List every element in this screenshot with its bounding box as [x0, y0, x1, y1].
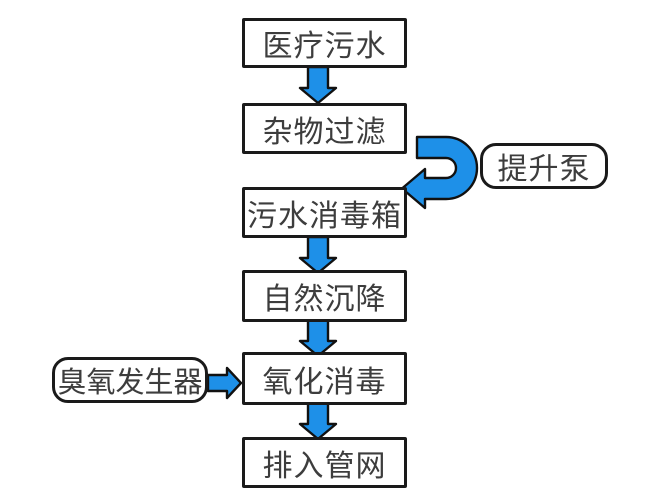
node-natural-sedimentation: 自然沉降 — [242, 270, 407, 322]
node-ozone-generator: 臭氧发生器 — [52, 357, 208, 403]
flow-arrow-down-icon — [298, 402, 338, 440]
node-label: 排入管网 — [262, 449, 387, 483]
node-label: 自然沉降 — [262, 283, 387, 316]
node-label: 臭氧发生器 — [57, 367, 203, 399]
flow-arrow-down-icon — [298, 236, 338, 274]
node-discharge-pipe-network: 排入管网 — [242, 437, 407, 488]
flow-arrow-down-icon — [298, 66, 338, 104]
flow-arrow-down-icon — [298, 319, 338, 357]
node-label: 提升泵 — [497, 153, 591, 186]
node-medical-wastewater: 医疗污水 — [242, 18, 407, 68]
flow-arrow-right-icon — [207, 366, 243, 400]
node-sewage-disinfection-tank: 污水消毒箱 — [242, 187, 407, 238]
node-debris-filtering: 杂物过滤 — [242, 103, 407, 154]
node-label: 医疗污水 — [262, 30, 387, 63]
u-turn-arrow-icon — [400, 135, 479, 210]
node-label: 污水消毒箱 — [247, 199, 402, 233]
node-label: 氧化消毒 — [262, 365, 387, 399]
node-oxidation-disinfection: 氧化消毒 — [242, 352, 407, 405]
node-label: 杂物过滤 — [262, 115, 387, 149]
node-lift-pump: 提升泵 — [480, 143, 608, 189]
